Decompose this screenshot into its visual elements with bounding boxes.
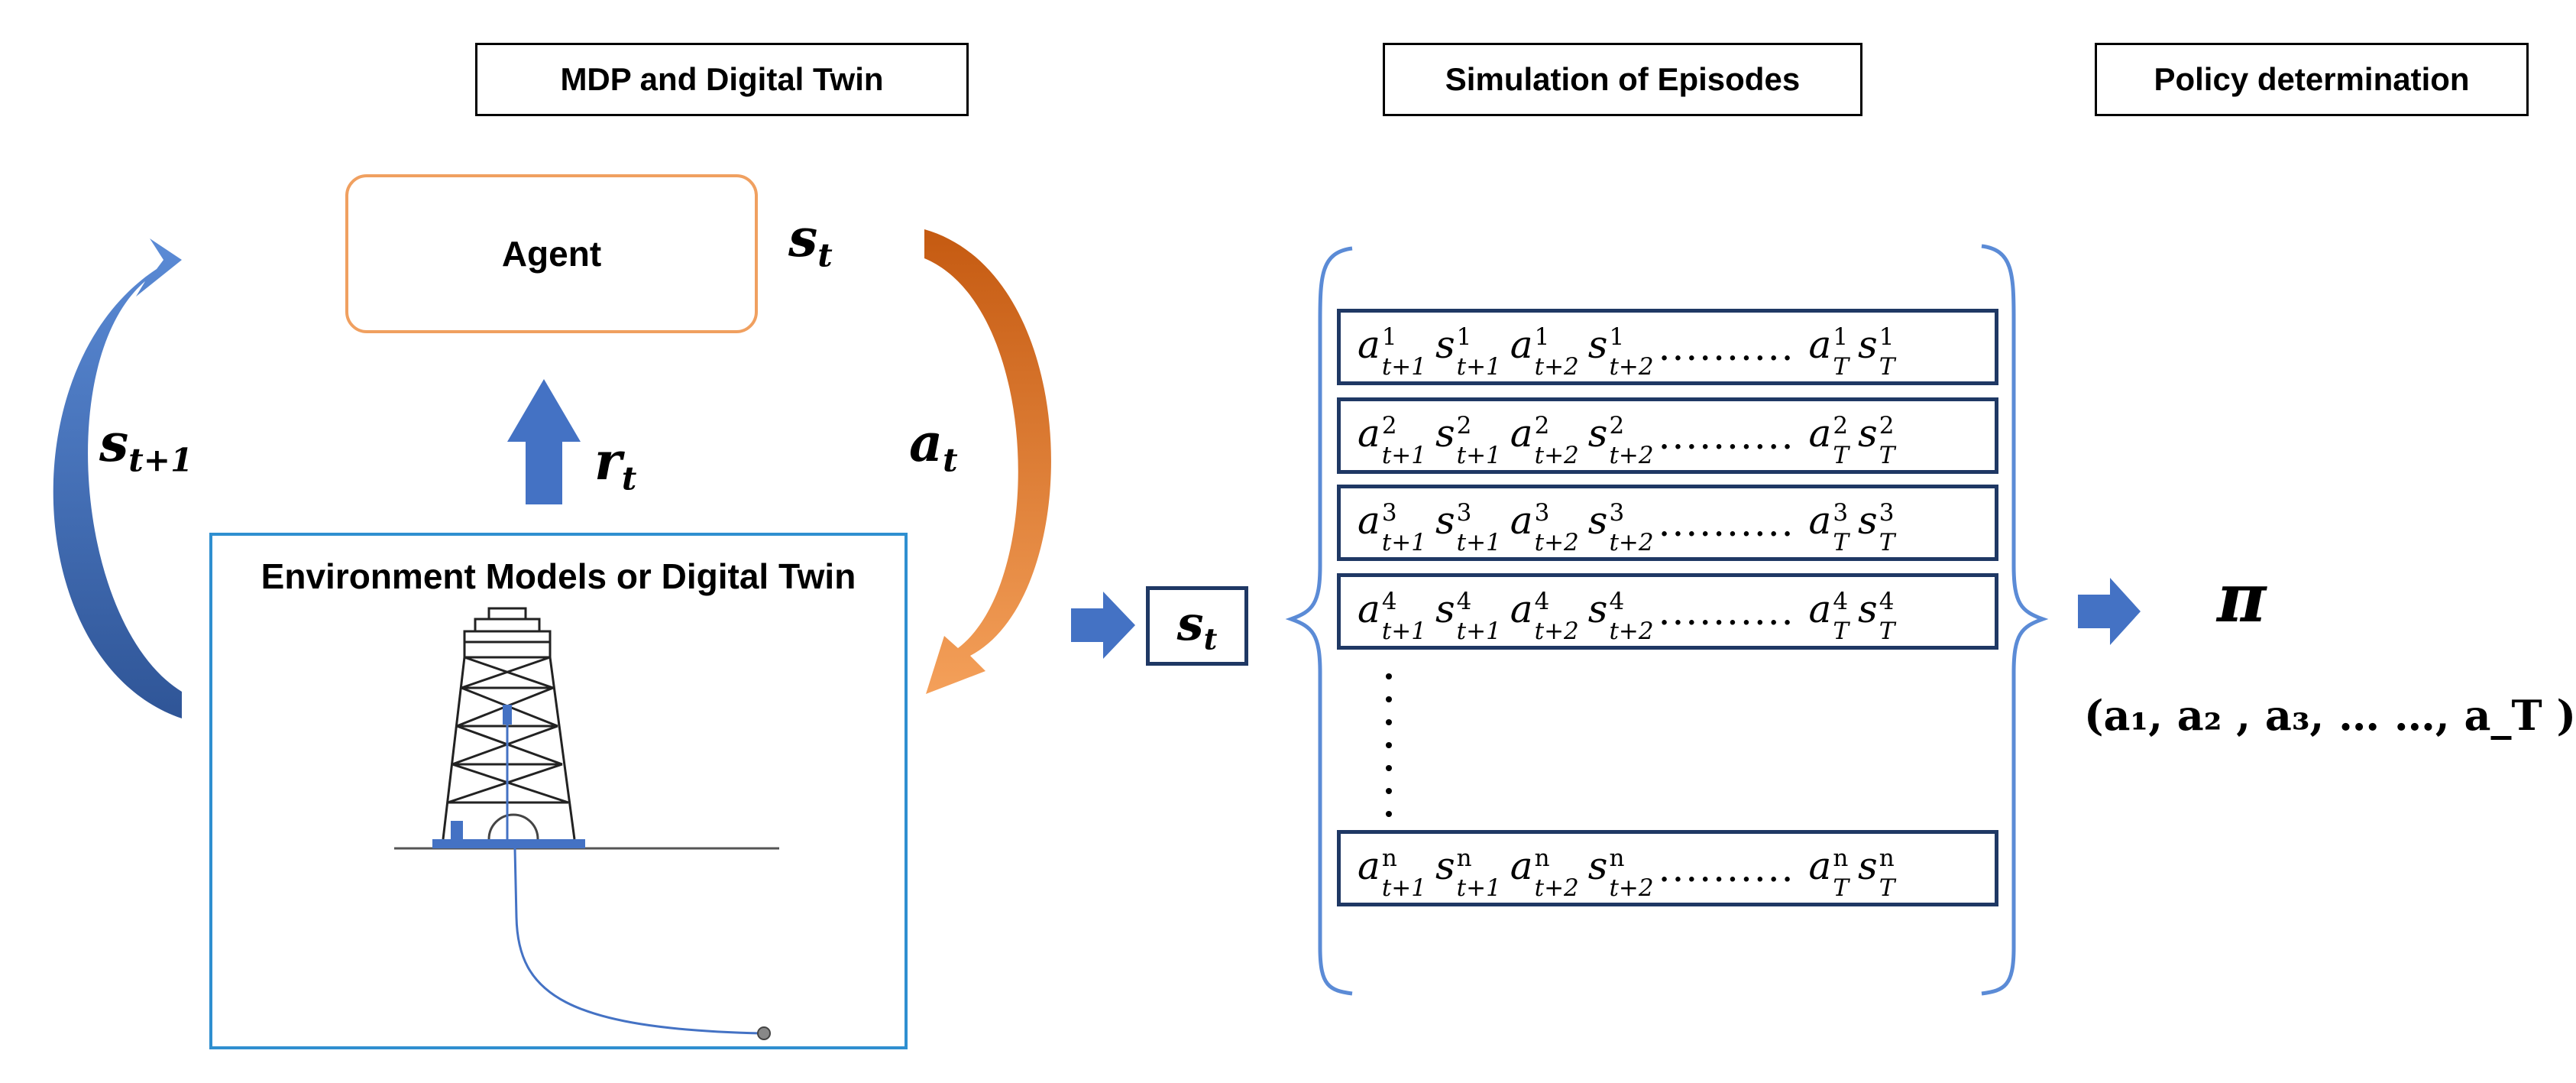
- section-title-mdp: MDP and Digital Twin: [475, 43, 969, 116]
- environment-box: Environment Models or Digital Twin: [209, 533, 908, 1049]
- state-input-label: st: [1176, 595, 1218, 657]
- episode-dots: ..........: [1658, 413, 1795, 458]
- policy-sequence: (a₁, a₂ , a₃, … …, a_T ): [2084, 691, 2576, 740]
- right-brace: [1981, 244, 2049, 996]
- action-arrow: [924, 229, 1051, 694]
- episode-ellipsis: [1386, 673, 1392, 817]
- episode-dots: ..........: [1658, 501, 1795, 545]
- section-title-simulation: Simulation of Episodes: [1383, 43, 1862, 116]
- section-title-policy: Policy determination: [2095, 43, 2529, 116]
- episode-dots: ..........: [1658, 589, 1795, 634]
- input-arrow: [1071, 592, 1135, 659]
- environment-label: Environment Models or Digital Twin: [261, 556, 856, 596]
- drilling-rig-icon: [394, 607, 779, 1040]
- reward-arrow: [507, 379, 581, 504]
- episode-dots: ..........: [1658, 846, 1795, 890]
- left-brace: [1285, 246, 1353, 996]
- episode-dots: ..........: [1658, 325, 1795, 369]
- output-arrow: [2078, 578, 2141, 645]
- state-input-box: st: [1146, 586, 1248, 666]
- state-label: st: [788, 208, 833, 274]
- next-state-arrow: [53, 238, 182, 718]
- policy-symbol: π: [2217, 558, 2267, 637]
- reward-label: rt: [594, 431, 637, 498]
- action-label: at: [909, 413, 958, 479]
- agent-box: Agent: [345, 174, 758, 333]
- agent-label: Agent: [501, 234, 602, 274]
- next-state-label: st+1: [99, 413, 193, 479]
